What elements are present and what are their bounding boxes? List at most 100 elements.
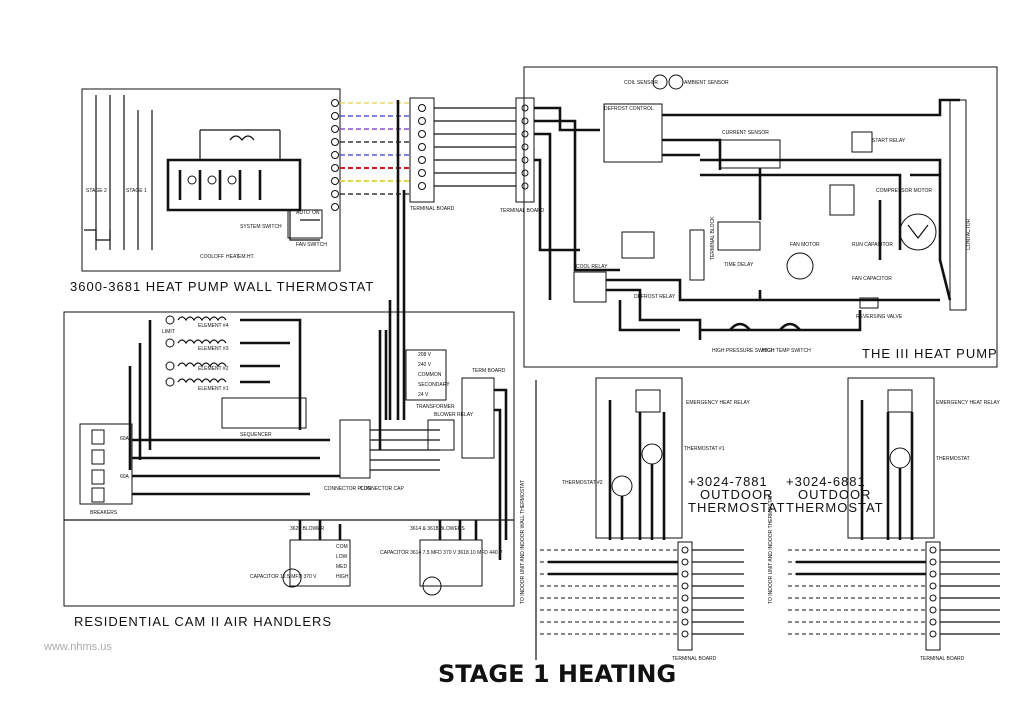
fan-capacitor-label: FAN CAPACITOR xyxy=(852,276,892,282)
common-label: COMMON xyxy=(418,372,442,378)
stage2-label: STAGE 2 xyxy=(86,188,107,194)
em-ht-label: EM.HT. xyxy=(238,254,254,260)
terminal-board-2: TERMINAL BOARD xyxy=(500,97,545,214)
outdoor-left-line2: OUTDOOR xyxy=(700,487,773,502)
thermostat-panel: SYSTEM SWITCH AUTO ON FAN SWITCH COOL OF… xyxy=(70,88,374,294)
diagram-title: STAGE 1 HEATING xyxy=(438,660,676,688)
heating-elements xyxy=(165,315,227,387)
off-label: OFF xyxy=(214,254,224,260)
compressor-motor-label: COMPRESSOR MOTOR xyxy=(876,188,932,194)
v24-label: 24 V xyxy=(418,392,429,398)
terminal-board-1-label: TERMINAL BOARD xyxy=(410,206,455,212)
element1-label: ELEMENT #1 xyxy=(198,386,229,392)
thermostat-panel-label: 3600-3681 HEAT PUMP WALL THERMOSTAT xyxy=(70,279,374,294)
med-label-left: MED xyxy=(336,564,348,570)
terminal-board-2-label: TERMINAL BOARD xyxy=(500,208,545,214)
outdoor-thermostat-left: EMERGENCY HEAT RELAY THERMOSTAT #1 THERM… xyxy=(562,377,785,540)
current-sensor-box xyxy=(719,139,781,169)
high-label-left: HIGH xyxy=(336,574,349,580)
outdoor-left-line1: +3024-7881 xyxy=(688,474,768,489)
sequencer-box xyxy=(221,397,307,429)
term-board-label: TERM BOARD xyxy=(472,368,506,374)
blower-3620-motor-icon xyxy=(282,568,302,588)
fan-motor-label: FAN MOTOR xyxy=(790,242,820,248)
fan-motor-icon xyxy=(786,252,814,280)
element4-label: ELEMENT #4 xyxy=(198,323,229,329)
cool-label: COOL xyxy=(200,254,214,260)
outdoor-right-line1: +3024-6881 xyxy=(786,474,866,489)
start-relay-box xyxy=(829,184,855,216)
system-switch-label: SYSTEM SWITCH xyxy=(240,224,282,230)
contactor-box xyxy=(949,99,967,311)
emergency-relay-left-label: EMERGENCY HEAT RELAY xyxy=(686,400,750,406)
air-handlers-panel-label: RESIDENTIAL CAM II AIR HANDLERS xyxy=(74,614,332,629)
secondary-label: SECONDARY xyxy=(418,382,450,388)
on-label: ON xyxy=(312,210,320,216)
terminal-board-1: TERMINAL BOARD xyxy=(409,97,455,212)
compressor-motor-icon xyxy=(899,213,937,251)
emergency-relay-right-box xyxy=(887,389,913,413)
blower-relay-label: BLOWER RELAY xyxy=(434,412,474,418)
connector-cap-label: CONNECTOR CAP xyxy=(360,486,404,492)
terminal-block-box xyxy=(689,229,705,281)
outdoor-thermostat-right: EMERGENCY HEAT RELAY THERMOSTAT +3024-68… xyxy=(786,377,1000,540)
air-handlers-panel: ELEMENT #4 ELEMENT #3 ELEMENT #2 ELEMENT… xyxy=(63,311,515,629)
breaker-60a-2: 60A xyxy=(120,474,130,480)
terminal-board-left-label: TERMINAL BOARD xyxy=(672,656,717,662)
breakers-box xyxy=(79,423,133,505)
reversing-valve-label: REVERSING VALVE xyxy=(856,314,903,320)
heat-pump-enclosure xyxy=(523,66,998,368)
thermostat-right-icon xyxy=(889,447,911,469)
connector-plug-label: CONNECTOR PLUG xyxy=(324,486,371,492)
reversing-valve-box xyxy=(859,297,879,309)
coil-sensor-label: COIL SENSOR xyxy=(624,80,658,86)
blower-relay-box xyxy=(427,419,455,451)
terminal-board-right-label: TERMINAL BOARD xyxy=(920,656,965,662)
term-board-box xyxy=(461,377,495,459)
cool-relay-box xyxy=(573,271,607,303)
sequencer-label: SEQUENCER xyxy=(240,432,272,438)
thermostat2-left-icon xyxy=(611,475,633,497)
terminal-strip-right: TERMINAL BOARD xyxy=(920,541,965,662)
ambient-sensor-label: AMBIENT SENSOR xyxy=(684,80,729,86)
v240-label: 240 V xyxy=(418,362,432,368)
terminal-block-label: TERMINAL BLOCK xyxy=(710,216,716,260)
thermostat2-label: THERMOSTAT #2 xyxy=(562,480,603,486)
thermostat1-left-icon xyxy=(641,443,663,465)
time-delay-label: TIME DELAY xyxy=(724,262,754,268)
heat-pump-panel-label: THE III HEAT PUMP xyxy=(862,346,998,361)
capacitor-mid-label: CAPACITOR 3614 7.5 MFD 370 V 3618 10 MFD… xyxy=(380,550,503,556)
high-temp-switch-label: HIGH TEMP SWITCH xyxy=(762,348,811,354)
defrost-relay-label: DEFROST RELAY xyxy=(634,294,676,300)
capacitor-left-label: CAPACITOR 12.5 MFD 370 V xyxy=(250,574,317,580)
breaker-60a-1: 60A xyxy=(120,436,130,442)
blower-3620-label: 3620 BLOWER xyxy=(290,526,325,532)
defrost-control-label: DEFROST CONTROL xyxy=(604,106,654,112)
outdoor-right-line3: THERMOSTAT xyxy=(786,500,884,515)
to-indoor-left-label: TO INDOOR UNIT AND INDOOR WALL THERMOSTA… xyxy=(520,480,526,604)
transformer-box xyxy=(405,349,447,401)
thermostat-terminals xyxy=(331,99,339,211)
heat-pump-panel: DEFROST CONTROL COIL SENSOR AMBIENT SENS… xyxy=(523,66,998,368)
terminal-strip-left: TERMINAL BOARD xyxy=(672,541,717,662)
high-pressure-switch-label: HIGH PRESSURE SWITCH xyxy=(712,348,775,354)
element2-label: ELEMENT #2 xyxy=(198,366,229,372)
fan-switch-label: FAN SWITCH xyxy=(296,242,327,248)
connector-plug-box xyxy=(339,419,371,479)
breakers-label: BREAKERS xyxy=(90,510,118,516)
auto-label: AUTO xyxy=(296,210,310,216)
time-delay-box xyxy=(717,221,761,251)
limit-label: LIMIT xyxy=(162,329,175,335)
heat-label: HEAT xyxy=(226,254,239,260)
element3-label: ELEMENT #3 xyxy=(198,346,229,352)
outdoor-right-line2: OUTDOOR xyxy=(798,487,871,502)
cool-relay-label: COOL RELAY xyxy=(576,264,608,270)
low-label-left: LOW xyxy=(336,554,348,560)
stage1-label: STAGE 1 xyxy=(126,188,147,194)
thermostat1-label: THERMOSTAT #1 xyxy=(684,446,725,452)
air-handlers-enclosure xyxy=(63,311,515,607)
emergency-relay-left-box xyxy=(635,389,661,413)
thermostat-colored-wires xyxy=(340,102,410,195)
current-sensor-label: CURRENT SENSOR xyxy=(722,130,769,136)
